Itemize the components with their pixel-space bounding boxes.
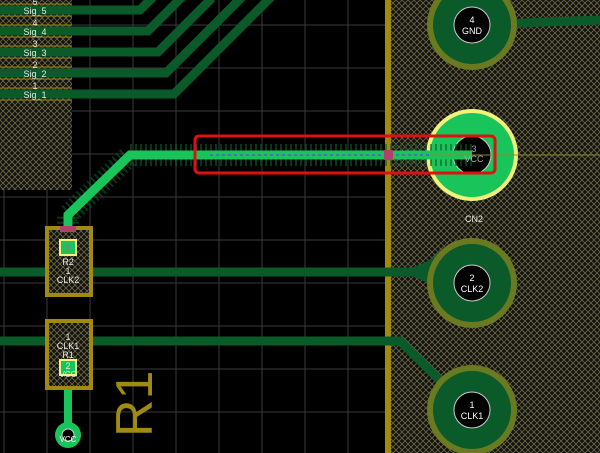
r1-pad2-net: VCC (60, 370, 77, 379)
signal-name: Sig_2 (23, 69, 46, 79)
connector-designator: CN2 (465, 214, 483, 224)
signal-pin: 3 (32, 39, 37, 49)
pad-pin: 3 (471, 144, 476, 154)
trace-sig-1 (0, 0, 275, 99)
signal-name: Sig_5 (23, 6, 46, 16)
r1-silkscreen-label: R1 (106, 371, 164, 437)
r2-pad1-pin: 1 (65, 266, 70, 276)
pad-pin: 2 (469, 273, 474, 283)
signal-pin: 2 (32, 60, 37, 70)
r1-pad1-net: CLK1 (57, 341, 80, 351)
signal-name: Sig_3 (23, 48, 46, 58)
pad-gnd[interactable]: 4 GND (427, 0, 517, 70)
trace-sig-3 (0, 0, 216, 57)
pad-clk2[interactable]: 2 CLK2 (395, 238, 517, 328)
board-edge-line[interactable] (385, 0, 391, 453)
selection-highlight-box[interactable] (193, 134, 497, 175)
trace-sig-4 (0, 0, 186, 36)
signal-pin: 4 (32, 18, 37, 28)
signal-name: Sig_4 (23, 27, 46, 37)
left-strip-edges (0, 3, 72, 101)
trace-sig-5 (0, 0, 157, 15)
pad-net: CLK2 (461, 284, 484, 294)
pad-pin: 1 (469, 400, 474, 410)
pad-clk1[interactable]: 1 CLK1 (427, 365, 517, 453)
footprint-r1[interactable]: 1 CLK1 R1 2 VCC (45, 319, 93, 390)
pad-net: GND (462, 26, 483, 36)
via-net: VCC (60, 435, 77, 444)
signal-pin: 5 (32, 0, 37, 7)
r2-pad2-pin: 2 (65, 244, 70, 254)
trace-sig-2 (0, 0, 246, 78)
r1-designator: R1 (62, 350, 74, 360)
signal-pin: 1 (32, 81, 37, 91)
signal-name: Sig_1 (23, 90, 46, 100)
r1-pad2-pin: 2 (65, 361, 70, 371)
r1-pad1-pin: 1 (65, 332, 70, 342)
footprint-r2[interactable]: 2 R2 1 CLK2 (45, 226, 93, 297)
r2-designator: R2 (62, 257, 74, 267)
r2-pad1-net: CLK2 (57, 275, 80, 285)
via-vcc[interactable]: VCC (55, 422, 81, 448)
pad-net: VCC (464, 154, 484, 164)
pad-net: CLK1 (461, 411, 484, 421)
pad-pin: 4 (469, 15, 474, 25)
